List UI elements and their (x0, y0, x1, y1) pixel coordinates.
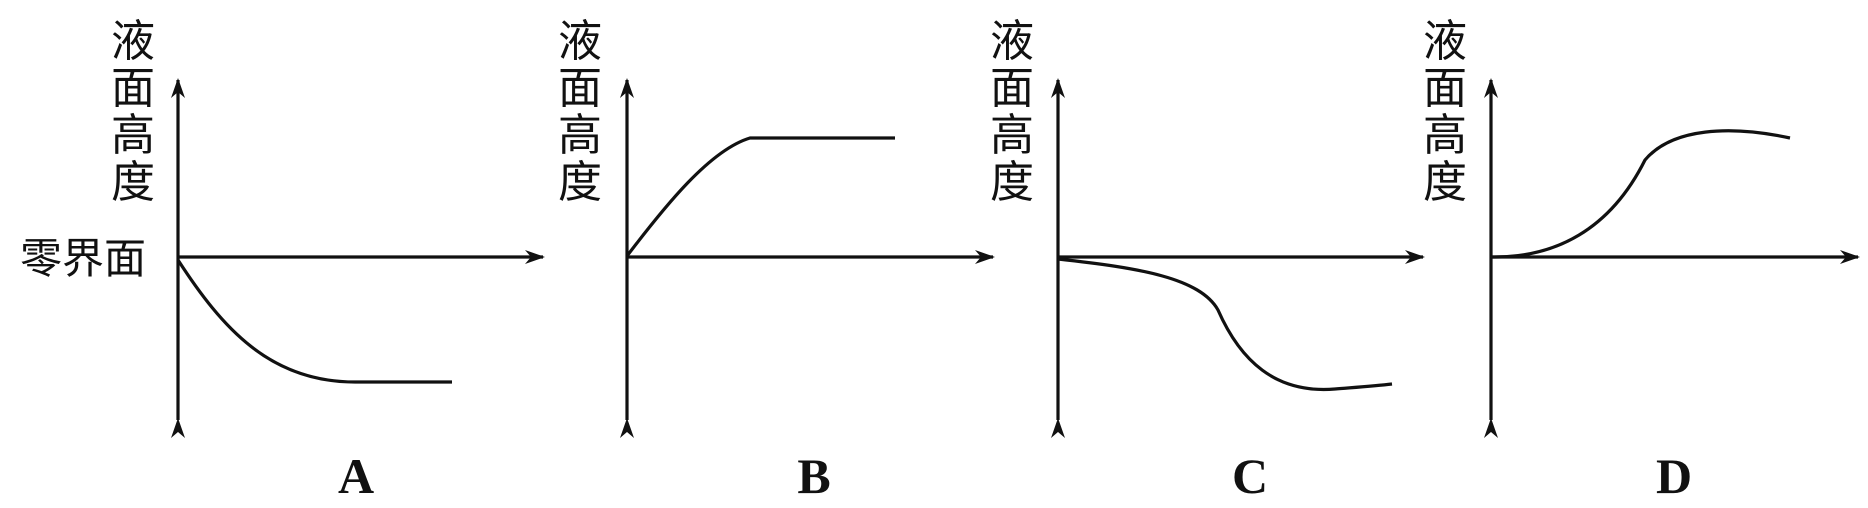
zero-interface-label: 零界面 (20, 234, 147, 283)
panel-c-label: C (1231, 448, 1269, 504)
panel-d-y-axis-label: 液面高度 (1423, 16, 1467, 208)
panel-d (1484, 78, 1860, 438)
panel-d-label: D (1655, 448, 1693, 504)
panel-b-y-axis-label: 液面高度 (558, 16, 602, 208)
panel-b-curve (625, 136, 895, 257)
panel-a-curve (176, 259, 452, 384)
panel-d-curve (1490, 129, 1791, 259)
panel-a (171, 78, 545, 438)
panel-b-label: B (797, 448, 831, 504)
panel-c (1051, 78, 1425, 438)
panel-a-label: A (337, 448, 375, 504)
panel-b (620, 78, 995, 438)
panel-a-y-axis-label: 液面高度 (111, 16, 155, 208)
panel-c-curve (1057, 257, 1393, 392)
panel-c-y-axis-label: 液面高度 (990, 16, 1034, 208)
